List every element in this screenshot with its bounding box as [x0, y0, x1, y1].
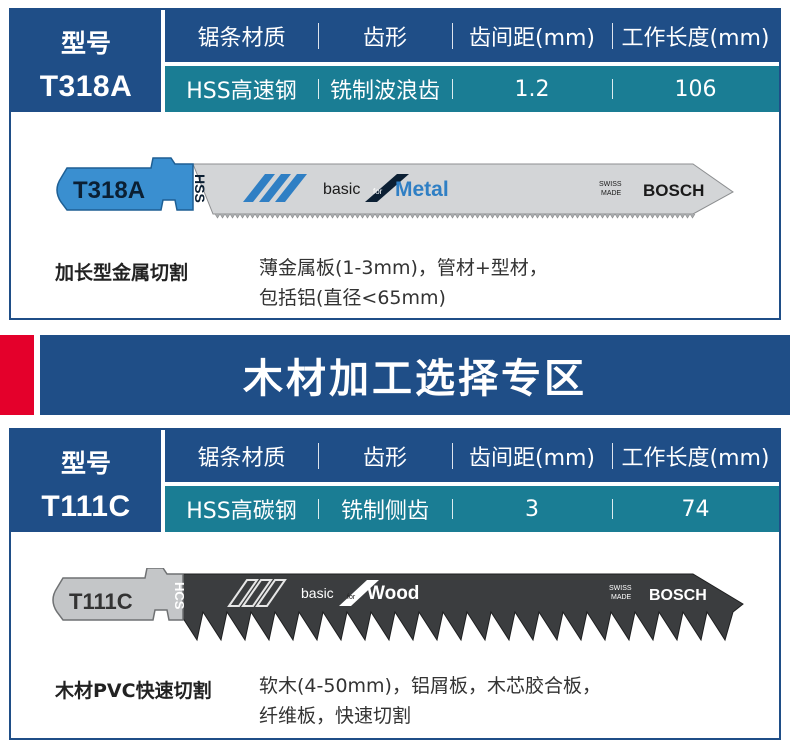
spec-header-row: 锯条材质 齿形 齿间距(mm) 工作长度(mm) [165, 10, 779, 62]
blade-code-text: T318A [73, 177, 145, 204]
application-line: 软木(4-50mm)，铝屑板，木芯胶合板， [259, 675, 601, 697]
blade-for-text: for [373, 187, 383, 196]
header-tooth-shape: 齿形 [318, 10, 452, 62]
accent-bar [0, 335, 34, 415]
model-header: 型号 [60, 449, 111, 478]
spec-table: 型号 T111C 锯条材质 齿形 齿间距(mm) 工作长度(mm) HSS高碳钢… [11, 430, 779, 534]
model-code: T318A [39, 70, 133, 103]
made-text: MADE [601, 190, 622, 197]
value-working-length: 106 [612, 66, 779, 112]
blade-body [178, 573, 744, 642]
blade-for-flag [339, 580, 379, 606]
value-tooth-shape: 铣制波浪齿 [318, 66, 452, 112]
value-tooth-pitch: 3 [452, 486, 612, 532]
made-text: MADE [611, 594, 632, 601]
spec-value-row: HSS高速钢 铣制波浪齿 1.2 106 [165, 66, 779, 112]
spec-table: 型号 T318A 锯条材质 齿形 齿间距(mm) 工作长度(mm) HSS高速钢… [11, 10, 779, 114]
header-tooth-pitch: 齿间距(mm) [452, 10, 612, 62]
application-line: 薄金属板(1-3mm)，管材+型材， [259, 257, 548, 279]
application-line: 包括铝(直径<65mm) [259, 287, 446, 309]
product-card-t318a: 型号 T318A 锯条材质 齿形 齿间距(mm) 工作长度(mm) HSS高速钢… [9, 8, 781, 320]
bosch-logo-text: BOSCH [649, 587, 707, 604]
model-cell: 型号 T318A [11, 10, 161, 112]
blade-tang [52, 568, 184, 621]
application-description: 薄金属板(1-3mm)，管材+型材， 包括铝(直径<65mm) [259, 253, 548, 313]
application-label: 木材PVC快速切割 [55, 680, 212, 702]
swiss-text: SWISS [609, 585, 632, 592]
jigsaw-blade-image: T111C HCS basic for Wood SWISS MADE BOSC… [52, 568, 744, 642]
blade-material-text: HCS [172, 582, 187, 610]
jigsaw-blade-image: T318A HSS basic for Metal SWISS MADE BOS… [56, 157, 734, 219]
header-material: 锯条材质 [197, 446, 286, 471]
value-tooth-shape: 铣制侧齿 [318, 486, 452, 532]
model-cell: 型号 T111C [11, 430, 161, 532]
swiss-text: SWISS [599, 181, 622, 188]
blade-teeth [214, 213, 696, 219]
blade-application-text: Metal [395, 178, 449, 201]
blade-body [192, 163, 734, 215]
blade-series-text: basic [301, 585, 334, 601]
bosch-logo-text: BOSCH [643, 181, 704, 200]
application-line: 纤维板，快速切割 [259, 705, 412, 727]
spec-header-row: 锯条材质 齿形 齿间距(mm) 工作长度(mm) [165, 430, 779, 482]
section-banner: 木材加工选择专区 [0, 335, 790, 415]
blade-tang [56, 157, 194, 211]
blade-series-text: basic [323, 181, 360, 198]
value-material: HSS高碳钢 [186, 499, 297, 524]
blade-stripes [243, 174, 307, 202]
blade-material-text: HSS [192, 174, 208, 203]
blade-application-text: Wood [367, 583, 419, 604]
model-code: T111C [41, 490, 131, 523]
blade-code-text: T111C [69, 589, 133, 614]
application-description: 软木(4-50mm)，铝屑板，木芯胶合板， 纤维板，快速切割 [259, 671, 601, 731]
value-material: HSS高速钢 [186, 79, 297, 104]
header-working-length: 工作长度(mm) [612, 10, 779, 62]
blade-for-flag [365, 174, 409, 202]
blade-stripes [227, 579, 287, 607]
header-material: 锯条材质 [197, 26, 286, 51]
header-tooth-pitch: 齿间距(mm) [452, 430, 612, 482]
spec-value-row: HSS高碳钢 铣制侧齿 3 74 [165, 486, 779, 532]
header-working-length: 工作长度(mm) [612, 430, 779, 482]
header-tooth-shape: 齿形 [318, 430, 452, 482]
application-label: 加长型金属切割 [55, 262, 189, 284]
product-card-t111c: 型号 T111C 锯条材质 齿形 齿间距(mm) 工作长度(mm) HSS高碳钢… [9, 428, 781, 740]
blade-for-text: for [347, 594, 356, 601]
section-title: 木材加工选择专区 [243, 356, 587, 402]
value-tooth-pitch: 1.2 [452, 66, 612, 112]
value-working-length: 74 [612, 486, 779, 532]
model-header: 型号 [60, 29, 111, 58]
banner-background: 木材加工选择专区 [40, 335, 790, 415]
